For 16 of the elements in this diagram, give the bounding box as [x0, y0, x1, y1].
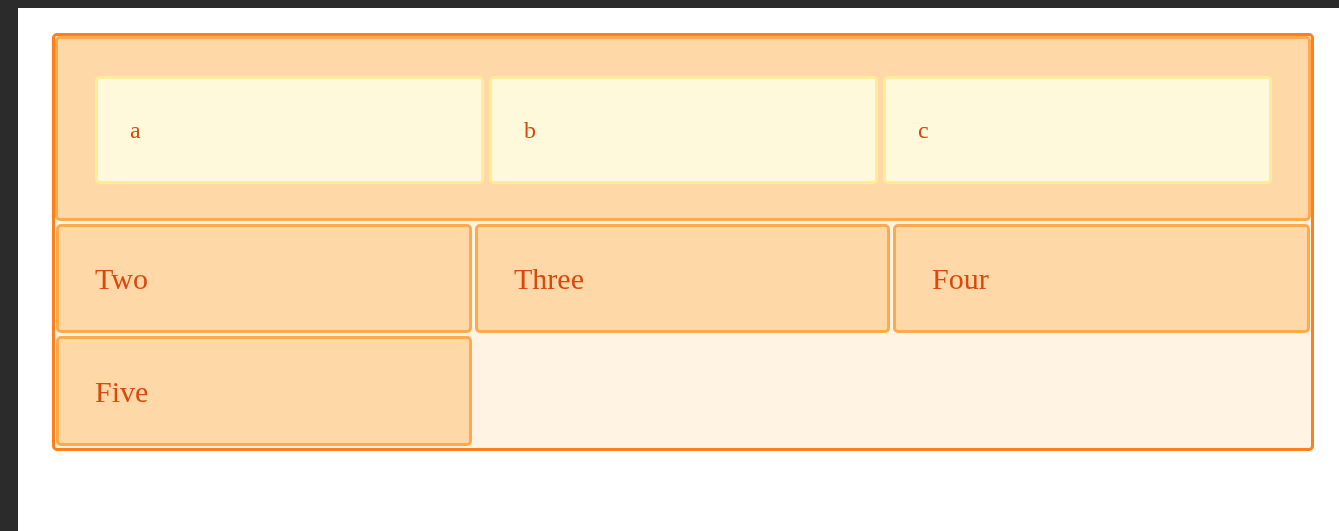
grid-item-box	[95, 76, 484, 184]
grid-item-box	[56, 224, 472, 333]
grid-item-box	[56, 336, 472, 446]
item-label: Two	[95, 261, 148, 297]
grid-container-box	[55, 36, 1311, 221]
grid-item-box	[883, 76, 1272, 184]
grid-container-box	[52, 33, 1314, 451]
item-label: Four	[932, 261, 989, 297]
grid-item-box	[489, 76, 878, 184]
item-label: c	[918, 116, 929, 145]
item-label: b	[524, 116, 536, 145]
item-label: Five	[95, 373, 149, 410]
grid-item-box	[475, 224, 890, 333]
item-label: a	[130, 116, 141, 145]
item-label: Three	[514, 261, 584, 297]
grid-item-box	[893, 224, 1310, 333]
